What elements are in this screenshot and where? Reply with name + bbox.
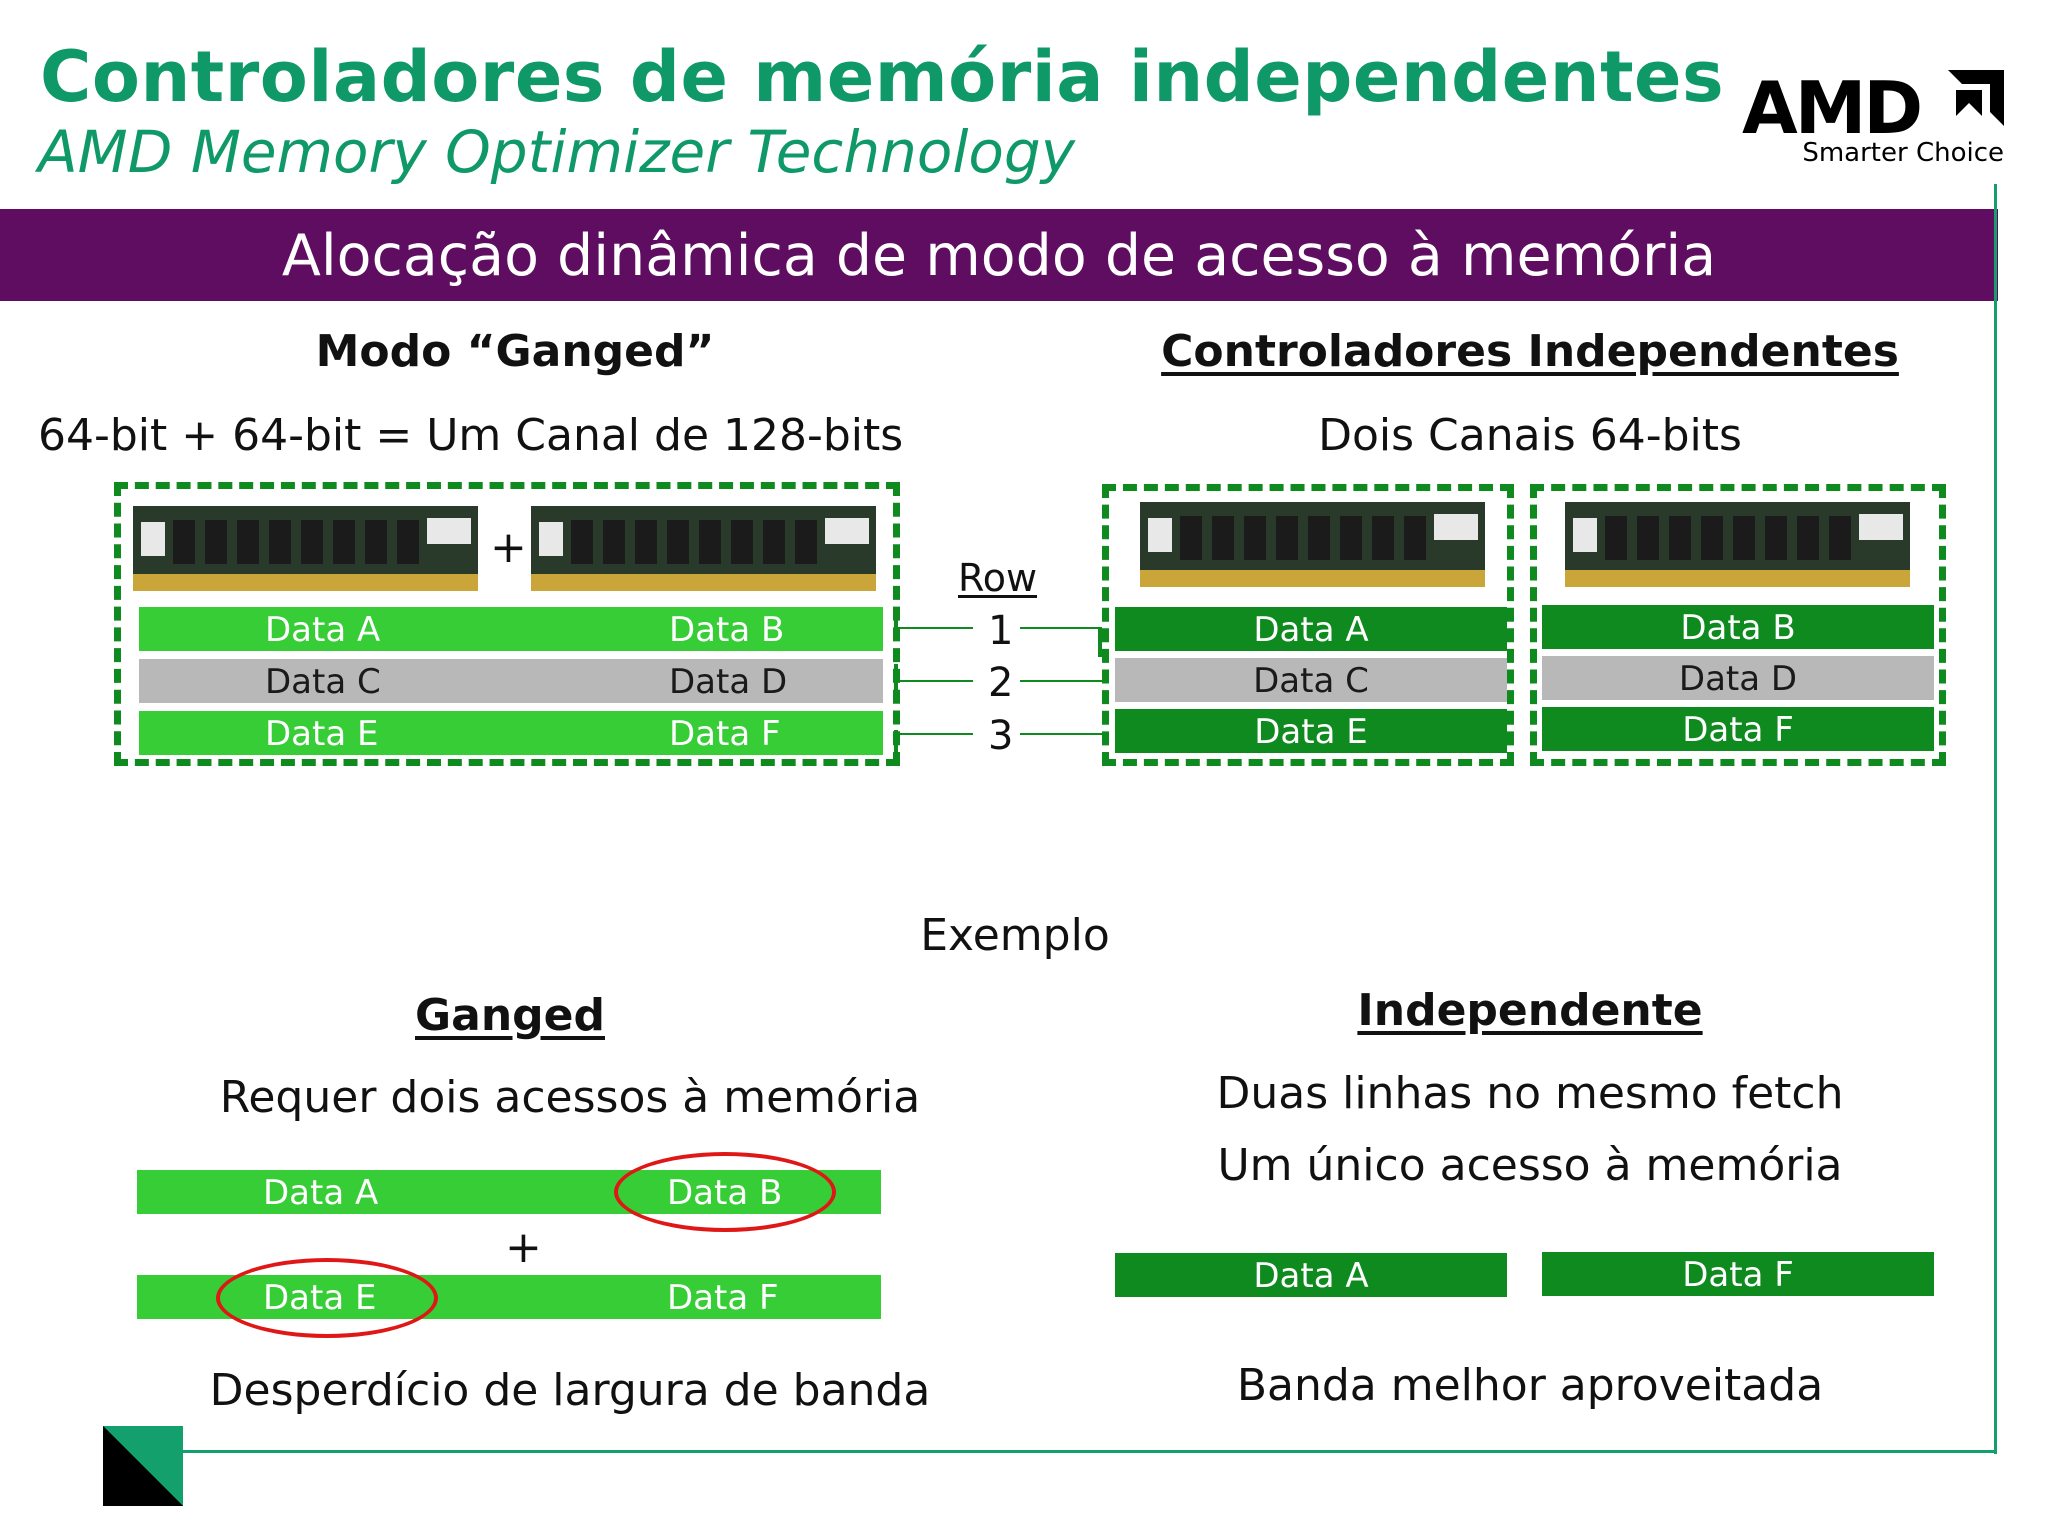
independent-example-conclusion: Banda melhor aproveitada: [1236, 1360, 1824, 1411]
channel-a-row-3: Data E: [1115, 709, 1507, 753]
channel-b-row-1: Data B: [1542, 605, 1934, 649]
channel-b-row-3: Data F: [1542, 707, 1934, 751]
amd-logo: AMD Smarter Choice: [1742, 66, 2004, 176]
independent-mode-description: Dois Canais 64-bits: [1318, 410, 1742, 461]
amd-arrow-logo-icon: [1948, 70, 2004, 126]
highlight-ring: [216, 1258, 438, 1338]
frame-right-line: [1994, 184, 1997, 1454]
row-connector: [898, 627, 973, 629]
memory-module-icon: [1565, 502, 1910, 587]
bar-label: Data F: [1682, 1255, 1794, 1295]
bar-label: Data F: [667, 1278, 779, 1318]
row-legend-label: Row: [958, 556, 1038, 600]
independent-example-right-bar: Data F: [1542, 1252, 1934, 1296]
banner-text: Alocação dinâmica de modo de acesso à me…: [281, 223, 1717, 289]
logo-tagline: Smarter Choice: [1802, 138, 2004, 168]
memory-module-icon: [531, 506, 876, 591]
row-connector: [894, 664, 898, 696]
channel-a-box: [1102, 484, 1514, 766]
plus-sign: +: [505, 1222, 542, 1273]
page-subtitle: AMD Memory Optimizer Technology: [38, 118, 1076, 186]
row-number: 2: [988, 660, 1014, 706]
channel-b-box: [1530, 484, 1946, 766]
channel-b-row-2: Data D: [1542, 656, 1934, 700]
bar-label: Data E: [1254, 712, 1368, 752]
example-label: Exemplo: [920, 910, 1110, 961]
ganged-mode-description: 64-bit + 64-bit = Um Canal de 128-bits: [38, 410, 904, 461]
bar-label: Data C: [265, 662, 381, 702]
memory-module-icon: [133, 506, 478, 591]
ganged-row-1: Data A Data B: [139, 607, 883, 651]
bar-label: Data A: [265, 610, 381, 650]
channel-a-row-2: Data C: [1115, 658, 1507, 702]
bar-label: Data A: [1253, 610, 1369, 650]
bar-label: Data A: [1253, 1256, 1369, 1296]
row-connector: [1020, 733, 1102, 735]
ganged-row-3: Data E Data F: [139, 711, 883, 755]
row-connector: [1020, 627, 1102, 629]
row-connector: [894, 610, 898, 636]
ganged-mode-heading: Modo “Ganged”: [315, 326, 715, 377]
independent-example-heading: Independente: [1357, 985, 1703, 1036]
row-connector: [1098, 627, 1102, 657]
highlight-ring: [614, 1152, 836, 1232]
bar-label: Data F: [669, 714, 781, 754]
row-number: 3: [988, 713, 1014, 759]
independent-example-line-1: Duas linhas no mesmo fetch: [1216, 1068, 1844, 1119]
bar-label: Data B: [1680, 608, 1796, 648]
bar-label: Data B: [669, 610, 785, 650]
independent-example-line-2: Um único acesso à memória: [1217, 1140, 1843, 1191]
channel-a-row-1: Data A: [1115, 607, 1507, 651]
bar-label: Data D: [1678, 659, 1798, 699]
ganged-example-heading: Ganged: [415, 990, 605, 1041]
bar-label: Data E: [265, 714, 379, 754]
independent-mode-heading: Controladores Independentes: [1161, 326, 1899, 377]
row-number: 1: [988, 608, 1014, 654]
row-connector: [898, 680, 973, 682]
bar-label: Data A: [263, 1173, 379, 1213]
independent-example-left-bar: Data A: [1115, 1253, 1507, 1297]
plus-sign: +: [490, 522, 527, 573]
page-title: Controladores de memória independentes: [40, 36, 1725, 118]
ganged-example-conclusion: Desperdício de largura de banda: [209, 1365, 931, 1416]
row-connector: [898, 733, 973, 735]
row-connector: [894, 730, 898, 766]
memory-module-icon: [1140, 502, 1485, 587]
ganged-example-description: Requer dois acessos à memória: [219, 1072, 921, 1123]
bar-label: Data D: [669, 662, 788, 702]
row-connector: [1020, 680, 1102, 682]
frame-bottom-line: [178, 1450, 1997, 1453]
bar-label: Data C: [1253, 661, 1369, 701]
logo-brand: AMD: [1742, 66, 1923, 150]
ganged-row-2: Data C Data D: [139, 659, 883, 703]
corner-decoration-icon: [103, 1426, 183, 1506]
section-banner: Alocação dinâmica de modo de acesso à me…: [0, 209, 1998, 301]
bar-label: Data F: [1682, 710, 1794, 750]
